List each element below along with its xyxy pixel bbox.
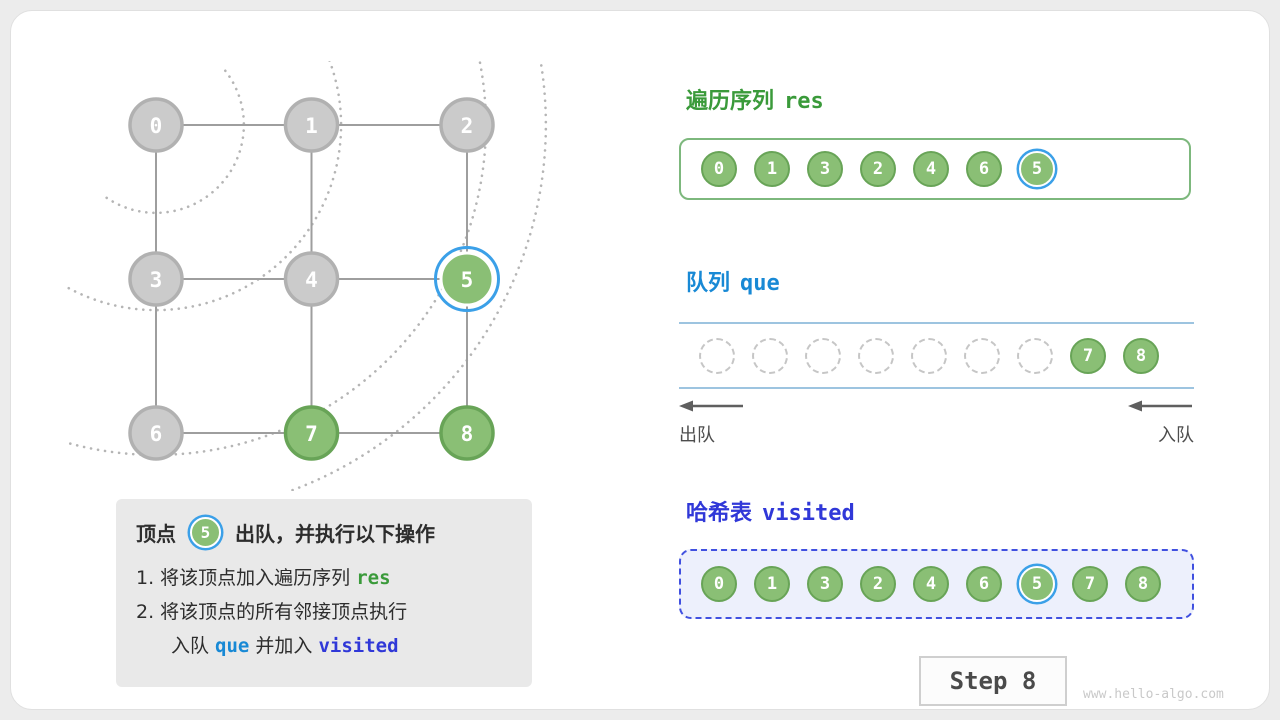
watermark: www.hello-algo.com xyxy=(1083,687,1224,702)
info-title: 顶点 5 出队，并执行以下操作 xyxy=(136,513,512,551)
step-badge: Step 8 xyxy=(919,656,1067,706)
queue-section-title: 队列 que xyxy=(686,265,780,297)
node-chip-5: 5 xyxy=(1019,151,1055,187)
info-line: 1. 将该顶点加入遍历序列 res xyxy=(136,561,512,595)
bfs-level-arc xyxy=(100,69,246,215)
queue-arrows: 出队 入队 xyxy=(679,389,1194,447)
graph-node-2: 2 xyxy=(439,97,495,153)
queue-empty-slot xyxy=(699,337,735,374)
queue-empty-slot xyxy=(858,337,894,374)
info-lines: 1. 将该顶点加入遍历序列 res 2. 将该顶点的所有邻接顶点执行入队 que … xyxy=(136,561,512,663)
res-code: res xyxy=(784,89,824,114)
svg-text:5: 5 xyxy=(461,268,474,292)
enqueue-arrow-icon xyxy=(1128,400,1192,412)
res-section-title: 遍历序列 res xyxy=(686,83,824,115)
info-line: 入队 que 并加入 visited xyxy=(136,629,512,663)
graph-node-0: 0 xyxy=(128,97,184,153)
node-chip-8: 8 xyxy=(1125,566,1161,602)
node-chip-2: 2 xyxy=(860,566,896,602)
svg-text:7: 7 xyxy=(305,422,318,446)
dequeue-arrow-icon xyxy=(679,400,743,412)
node-chip-8: 8 xyxy=(1123,337,1159,374)
node-chip-5: 5 xyxy=(1019,566,1055,602)
graph-node-6: 6 xyxy=(128,405,184,461)
node-chip-0: 0 xyxy=(701,566,737,602)
svg-text:1: 1 xyxy=(305,114,318,138)
node-chip-6: 6 xyxy=(966,566,1002,602)
graph-node-7: 7 xyxy=(283,405,340,461)
svg-text:8: 8 xyxy=(461,422,474,446)
info-text-segment: 入队 xyxy=(171,635,216,657)
svg-text:6: 6 xyxy=(150,422,163,446)
svg-text:0: 0 xyxy=(150,114,163,138)
queue-empty-slot xyxy=(1017,337,1053,374)
node-chip-3: 3 xyxy=(807,151,843,187)
info-text-segment: res xyxy=(356,567,391,589)
queue-empty-slot xyxy=(964,337,1000,374)
queue-empty-slot xyxy=(752,337,788,374)
info-text-segment: 1. 将该顶点加入遍历序列 xyxy=(136,567,357,589)
node-chip-4: 4 xyxy=(913,151,949,187)
visited-section-title: 哈希表 visited xyxy=(686,495,855,527)
node-chip-6: 6 xyxy=(966,151,1002,187)
info-box: 顶点 5 出队，并执行以下操作 1. 将该顶点加入遍历序列 res 2. 将该顶点的所… xyxy=(116,499,532,687)
visited-code: visited xyxy=(762,501,855,526)
queue-code: que xyxy=(740,271,780,296)
graph-svg: 0 1 2 3 4 5 6 7 8 xyxy=(66,61,548,491)
node-chip-1: 1 xyxy=(754,151,790,187)
node-chip-1: 1 xyxy=(754,566,790,602)
queue-label-text: 队列 xyxy=(686,271,731,296)
step-label: Step 8 xyxy=(949,667,1037,695)
queue-empty-slot xyxy=(911,337,947,374)
svg-text:2: 2 xyxy=(461,114,474,138)
enqueue-label: 入队 xyxy=(1158,425,1194,446)
node-chip-3: 3 xyxy=(807,566,843,602)
graph-node-8: 8 xyxy=(439,405,495,461)
svg-text:3: 3 xyxy=(150,268,163,292)
graph-node-4: 4 xyxy=(283,251,340,307)
info-line: 2. 将该顶点的所有邻接顶点执行 xyxy=(136,595,512,629)
graph-node-3: 3 xyxy=(128,251,184,307)
node-chip-0: 0 xyxy=(701,151,737,187)
node-chip-4: 4 xyxy=(913,566,949,602)
inline-node-chip: 5 xyxy=(190,516,221,548)
graph-node-5: 5 xyxy=(434,246,500,312)
info-text-segment: 顶点 xyxy=(136,521,176,546)
visited-label: 哈希表 xyxy=(686,501,753,526)
node-chip-7: 7 xyxy=(1070,337,1106,374)
info-text-segment: 出队，并执行以下操作 xyxy=(235,521,435,546)
queue-empty-slot xyxy=(805,337,841,374)
info-text-segment: visited xyxy=(318,635,399,657)
node-chip-2: 2 xyxy=(860,151,896,187)
node-chip-7: 7 xyxy=(1072,566,1108,602)
info-text-segment: 2. 将该顶点的所有邻接顶点执行 xyxy=(136,601,408,623)
info-text-segment: 并加入 xyxy=(249,635,319,657)
graph-node-1: 1 xyxy=(283,97,340,153)
info-text-segment: que xyxy=(215,635,250,657)
svg-text:4: 4 xyxy=(305,268,318,292)
res-label: 遍历序列 xyxy=(686,89,775,114)
bfs-level-arc xyxy=(66,61,343,312)
dequeue-label: 出队 xyxy=(679,425,715,446)
